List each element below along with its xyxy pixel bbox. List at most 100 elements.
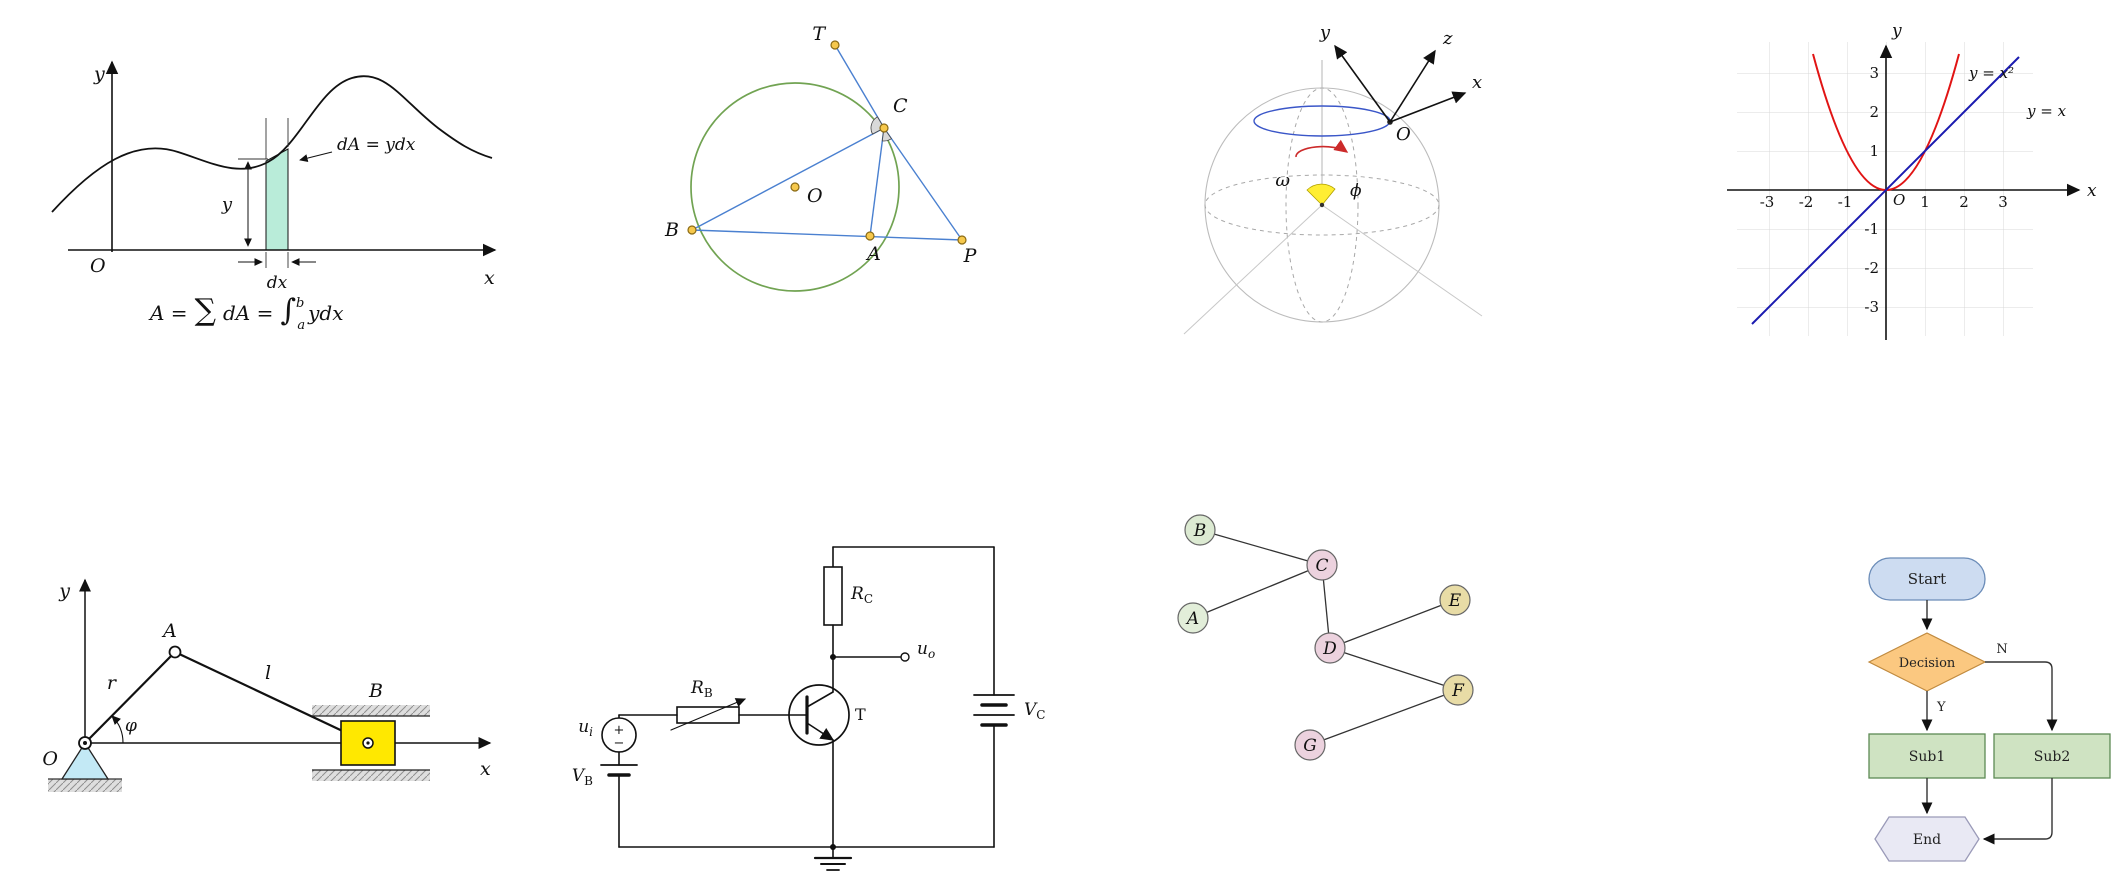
formula-mid: dA =: [223, 301, 273, 325]
flow-start-label: Start: [1908, 570, 1946, 588]
formula-sigma-icon: ∑: [195, 293, 217, 328]
y-axis-label: y: [93, 63, 105, 85]
label-vc: VC: [1024, 700, 1045, 722]
x-axis-label: x: [2087, 181, 2097, 201]
joint-A: [168, 645, 182, 659]
label-r: r: [107, 672, 118, 694]
node-E: [1439, 584, 1471, 616]
height-label: y: [221, 194, 233, 215]
label-rc: RC: [850, 584, 873, 606]
panel-crank-mechanism: y x O A r l B φ: [42, 578, 492, 792]
edge-D-E: [1329, 599, 1456, 649]
y-axis-arrow: [1334, 44, 1391, 123]
panel-transistor-circuit: + − ui VB RB RC VC uo T: [572, 546, 1045, 871]
geometry-points: [687, 40, 967, 245]
label-A: A: [161, 620, 177, 642]
label-y: y: [58, 580, 70, 602]
flow-sub1-shape: [1868, 733, 1986, 779]
node-B-label: B: [1193, 521, 1207, 541]
node-F-label: F: [1451, 681, 1465, 701]
label-O: O: [42, 748, 58, 770]
x-tick: 2: [1959, 193, 1969, 211]
label-B: B: [664, 219, 679, 241]
formula-lower: a: [297, 318, 305, 333]
x-axis-label: x: [484, 267, 495, 289]
output-terminal: [900, 652, 910, 662]
label-uo: uo: [917, 639, 935, 661]
label-x: x: [480, 758, 491, 780]
x-tick-labels: -3 -2 -1 1 2 3: [1760, 193, 2008, 211]
line-C-A: [869, 127, 885, 237]
vb-base: V: [572, 766, 586, 786]
strip-rect: [265, 148, 289, 251]
point-B: [687, 225, 697, 235]
x-axis-arrow: [1389, 91, 1467, 123]
x-tick: -1: [1838, 193, 1853, 211]
node-dot-ground: [830, 844, 836, 850]
formula-lhs: A =: [148, 301, 188, 325]
panel-flowchart: Start Decision N Y Sub1 Sub2 End: [1867, 557, 2111, 862]
label-P: P: [963, 245, 978, 267]
y-tick: -2: [1864, 259, 1879, 277]
origin-label: O: [90, 255, 106, 277]
formula-integral-icon: ∫: [280, 293, 296, 328]
flow-sub2-label: Sub2: [2034, 749, 2070, 765]
rc-sub: C: [864, 592, 873, 606]
flow-branch-sub2-end: [1982, 778, 2053, 845]
frame-line-left: [1183, 204, 1323, 335]
x-tick: 1: [1920, 193, 1930, 211]
label-C: C: [893, 95, 908, 117]
label-x: x: [1472, 72, 1482, 93]
label-vb: VB: [572, 766, 593, 788]
line-C-P: [883, 127, 963, 241]
spin-arrow: [1295, 139, 1349, 158]
node-A: [1177, 602, 1209, 634]
label-O: O: [807, 185, 823, 207]
label-A: A: [865, 243, 881, 265]
label-T: T: [812, 23, 826, 45]
ui-sub: i: [589, 725, 593, 739]
source-plus-sign: +: [614, 723, 625, 738]
panel-circle-geometry: T C O B A P: [664, 23, 978, 292]
line-label: y = x: [2026, 102, 2067, 120]
flow-yes-label: Y: [1936, 700, 1946, 715]
point-A: [865, 231, 875, 241]
y-tick: 1: [1869, 142, 1879, 160]
connecting-rod: [174, 651, 369, 744]
pivot-O-dot: [83, 741, 87, 745]
rb-sub: B: [704, 686, 713, 700]
rb-base: R: [690, 678, 704, 698]
source-minus-sign: −: [614, 736, 625, 751]
resistor-RC: [823, 566, 843, 626]
frame-line-right: [1321, 204, 1483, 317]
label-y: y: [1319, 22, 1331, 43]
node-A-label: A: [1185, 609, 1199, 629]
y-tick: 3: [1869, 64, 1879, 82]
node-C: [1306, 549, 1338, 581]
phi-wedge: [1306, 183, 1336, 206]
pivot-support: [60, 741, 110, 780]
x-tick: -3: [1760, 193, 1775, 211]
label-rb: RB: [690, 678, 713, 700]
node-D: [1314, 632, 1346, 664]
node-G-label: G: [1303, 736, 1317, 756]
flow-end-label: End: [1913, 832, 1941, 848]
label-ui: ui: [578, 717, 593, 739]
label-phi: φ: [125, 716, 137, 736]
vc-base: V: [1024, 700, 1038, 720]
point-O: [790, 182, 800, 192]
flow-branch-no: [1985, 661, 2058, 732]
line-T-C: [834, 44, 885, 129]
rc-base: R: [850, 584, 864, 604]
x-tick: -2: [1799, 193, 1814, 211]
flow-sub1-label: Sub1: [1909, 749, 1945, 765]
panel-sphere-axes: y z x O ω ϕ: [1183, 22, 1483, 335]
transistor-emitter-lead: [806, 722, 835, 741]
edge-A-C: [1192, 564, 1323, 619]
phi-angle-arc: [111, 715, 124, 744]
parabola-label: y = x²: [1968, 64, 2014, 82]
